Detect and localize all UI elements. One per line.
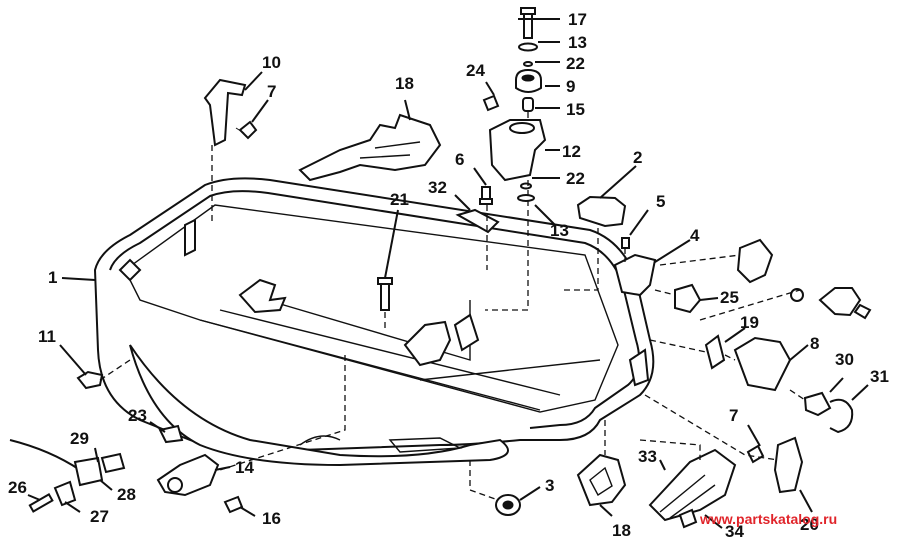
label-13-top: 13 [568,33,587,52]
cap-2 [576,195,627,228]
label-5: 5 [656,192,665,211]
label-25: 25 [720,288,739,307]
washer-13-lower [517,194,535,202]
screw-7-right [746,444,765,464]
label-19: 19 [740,313,759,332]
label-23: 23 [128,406,147,425]
label-3: 3 [545,476,554,495]
bolt-stack [488,7,547,182]
label-12: 12 [562,142,581,161]
clip-23 [158,424,184,444]
screw-21 [377,277,393,311]
label-18-top: 18 [395,74,414,93]
label-15: 15 [566,100,585,119]
fitting-8 [790,287,872,320]
label-22-lower: 22 [566,169,585,188]
part-labels: 1 2 3 4 5 6 7 7 8 9 10 11 12 13 13 14 15… [8,10,889,541]
screw-11 [76,370,104,390]
screw-6 [479,186,493,205]
label-31: 31 [870,367,889,386]
bracket-20 [773,436,804,494]
label-17: 17 [568,10,587,29]
bracket-14 [156,453,220,497]
label-30: 30 [835,350,854,369]
label-22-top: 22 [566,54,585,73]
watermark: www.partskatalog.ru [699,511,837,527]
label-27: 27 [90,507,109,526]
plate-19 [704,334,726,370]
label-33: 33 [638,447,657,466]
mount-25-small [674,283,702,314]
label-7-top: 7 [267,82,276,101]
label-4: 4 [690,226,700,245]
label-29: 29 [70,429,89,448]
pad-18-lower [576,453,627,507]
label-1: 1 [48,268,57,287]
clip-29 [100,452,126,474]
label-18-lower: 18 [612,521,631,540]
mount-25-large [736,238,774,284]
label-24: 24 [466,61,485,80]
grommet-3 [495,494,521,516]
callout-leaders [27,18,869,529]
label-11: 11 [38,327,56,346]
connector-8 [733,336,792,392]
clip-28 [73,456,104,487]
label-34: 34 [725,522,744,541]
screw-24 [482,94,500,112]
label-32: 32 [428,178,447,197]
lower-cowl [93,177,655,467]
label-6: 6 [455,150,464,169]
clip-32 [455,208,500,234]
screw-7-top [235,120,258,140]
screw-5 [621,237,630,249]
label-16: 16 [262,509,281,528]
screw-34 [678,508,698,529]
bracket-10 [203,78,247,147]
screw-16 [223,495,244,514]
clamp-31 [829,398,854,434]
label-9: 9 [566,77,575,96]
label-13-lower: 13 [550,221,569,240]
label-21: 21 [390,190,409,209]
label-14: 14 [235,458,254,477]
cap-30 [803,391,832,417]
label-7-right: 7 [729,406,738,425]
plate-18-top [298,113,442,182]
washer-22-lower [520,182,532,190]
label-10: 10 [262,53,281,72]
bracket-4 [613,253,657,297]
label-8: 8 [810,334,819,353]
cable [9,439,81,471]
label-2: 2 [633,148,642,167]
label-26: 26 [8,478,27,497]
bracket-27 [53,480,77,507]
assembly-lines [99,112,806,501]
label-28: 28 [117,485,136,504]
label-20: 20 [800,515,819,534]
